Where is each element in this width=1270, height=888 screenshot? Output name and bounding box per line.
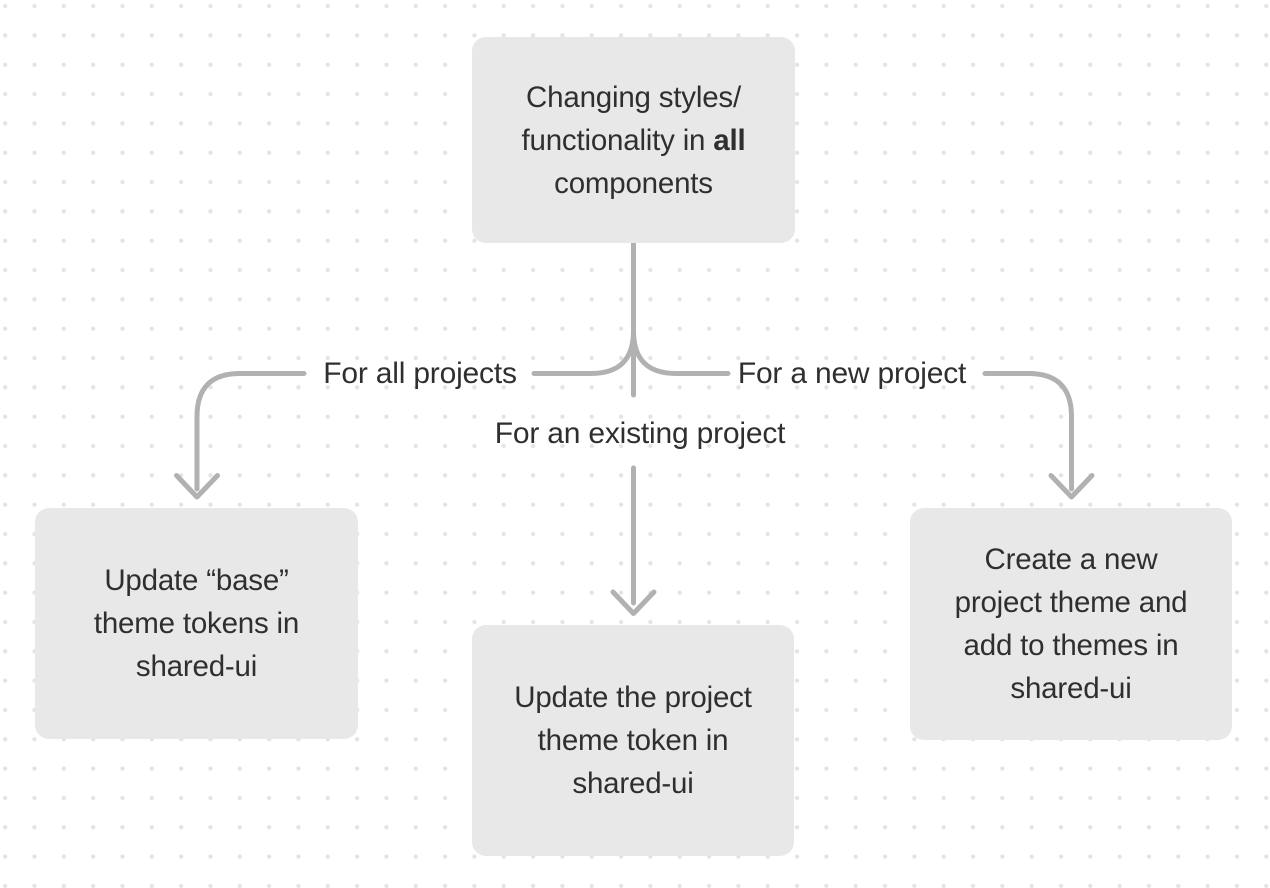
- connector-fork-left: [531, 328, 636, 376]
- arrowhead-right: [1048, 473, 1095, 500]
- node-text-line: Changing styles/: [526, 80, 741, 114]
- node-text-line: shared-ui: [135, 650, 258, 683]
- connector-left-run: [194, 371, 307, 492]
- node-text-line: theme token in: [537, 724, 729, 757]
- node-text-segment: functionality in: [521, 123, 714, 157]
- edge-label-new-project: For a new project: [737, 357, 967, 390]
- node-update-base-tokens: Update “base” theme tokens in shared-ui: [35, 508, 358, 739]
- connector-fork-right: [631, 328, 731, 376]
- node-changing-styles: Changing styles/ functionality in all co…: [472, 37, 795, 243]
- node-text-line: shared-ui: [572, 767, 694, 800]
- node-text-line: theme tokens in: [93, 607, 300, 640]
- node-text-line: Create a new: [984, 543, 1158, 576]
- edge-label-all-projects: For all projects: [323, 357, 517, 390]
- node-text-line: components: [554, 166, 713, 200]
- node-text-line: Update “base”: [104, 564, 289, 597]
- node-text-segment-bold: all: [713, 123, 746, 157]
- arrowhead-center: [610, 589, 657, 616]
- node-text-line: functionality in all: [522, 119, 746, 162]
- node-create-new-theme: Create a new project theme and add to th…: [910, 508, 1232, 740]
- node-update-project-token: Update the project theme token in shared…: [472, 625, 794, 856]
- connector-right-run: [982, 371, 1074, 492]
- arrowhead-left: [174, 473, 220, 500]
- edge-label-existing-project: For an existing project: [494, 417, 786, 450]
- node-text-line: shared-ui: [1010, 672, 1132, 705]
- node-text-line: add to themes in: [963, 629, 1179, 662]
- node-text-line: project theme and: [954, 586, 1188, 619]
- node-text-line: Update the project: [514, 681, 752, 714]
